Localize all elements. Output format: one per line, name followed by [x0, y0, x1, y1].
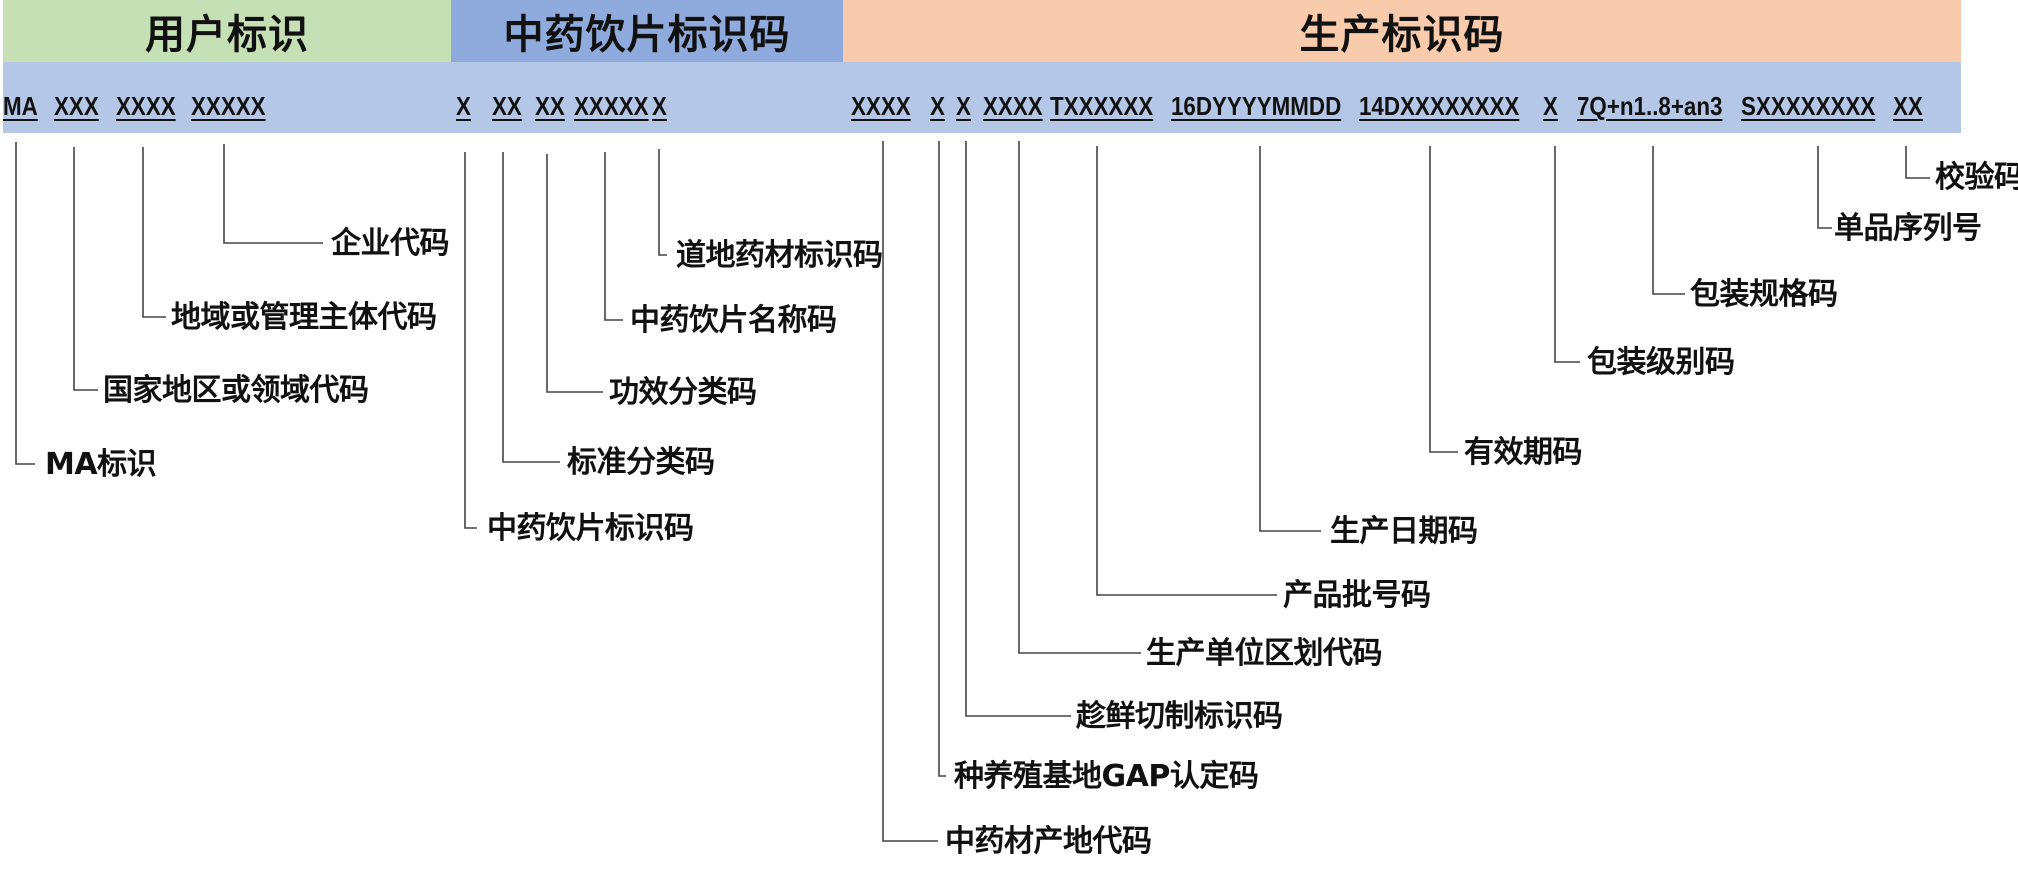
label-authentic: 道地药材标识码 [676, 238, 883, 273]
code-expiry: 14DXXXXXXXX [1359, 91, 1520, 121]
section-header-tcm: 中药饮片标识码 [451, 0, 843, 62]
code-pack-spec: 7Q+n1..8+an3 [1577, 91, 1723, 121]
leader-expiry [1429, 146, 1458, 453]
label-effect-class: 功效分类码 [609, 375, 757, 410]
label-producer-area: 生产单位区划代码 [1146, 636, 1383, 671]
label-pack-spec: 包装规格码 [1690, 277, 1838, 312]
label-expiry: 有效期码 [1464, 435, 1583, 470]
label-fresh-cut: 趁鲜切制标识码 [1076, 699, 1283, 734]
label-std-class: 标准分类码 [567, 445, 715, 480]
code-authentic: X [652, 91, 667, 121]
leader-batch [1096, 146, 1277, 596]
code-ma: MA [3, 91, 38, 121]
label-ma: MA标识 [45, 447, 157, 482]
code-serial: SXXXXXXXX [1741, 91, 1876, 121]
label-tcm-id: 中药饮片标识码 [487, 511, 694, 546]
code-enterprise: XXXXX [191, 91, 266, 121]
section-header-user: 用户标识 [3, 0, 451, 62]
leader-std-class [502, 152, 560, 463]
leader-tcm-name [604, 152, 623, 321]
code-band [3, 62, 1961, 133]
label-serial: 单品序列号 [1834, 211, 1982, 246]
section-header-production: 生产标识码 [843, 0, 1961, 62]
leader-country [73, 147, 98, 391]
label-tcm-name: 中药饮片名称码 [630, 303, 837, 338]
leader-ma [15, 142, 35, 465]
leader-producer-area [1018, 141, 1141, 654]
code-pack-level: X [1543, 91, 1558, 121]
label-gap: 种养殖基地GAP认定码 [954, 759, 1259, 794]
label-origin: 中药材产地代码 [945, 824, 1152, 859]
leader-origin [882, 141, 938, 842]
code-batch: TXXXXXX [1050, 91, 1154, 121]
leader-prod-date [1259, 146, 1321, 532]
code-gap: X [930, 91, 945, 121]
code-fresh-cut: X [956, 91, 971, 121]
code-check: XX [1893, 91, 1923, 121]
leader-region [142, 147, 166, 318]
code-effect-class: XX [535, 91, 565, 121]
code-tcm-name: XXXXX [574, 91, 649, 121]
label-batch: 产品批号码 [1283, 578, 1431, 613]
leader-authentic [658, 149, 667, 256]
code-prod-date: 16DYYYYMMDD [1171, 91, 1342, 121]
label-region: 地域或管理主体代码 [171, 300, 437, 335]
label-country: 国家地区或领域代码 [103, 373, 369, 408]
leader-pack-spec [1652, 146, 1685, 295]
leader-fresh-cut [965, 141, 1071, 717]
code-origin: XXXX [851, 91, 911, 121]
label-pack-level: 包装级别码 [1587, 345, 1735, 380]
label-check: 校验码 [1935, 160, 2018, 195]
leader-tcm-id [464, 152, 477, 529]
leader-gap [938, 141, 946, 777]
leader-effect-class [546, 154, 603, 393]
leader-enterprise [223, 144, 323, 244]
leader-pack-level [1554, 146, 1580, 363]
code-tcm-id: X [456, 91, 471, 121]
code-country: XXX [54, 91, 99, 121]
code-std-class: XX [492, 91, 522, 121]
label-enterprise: 企业代码 [331, 226, 450, 261]
code-producer-area: XXXX [983, 91, 1043, 121]
leader-serial [1817, 146, 1832, 229]
label-prod-date: 生产日期码 [1330, 514, 1478, 549]
leader-check [1905, 146, 1930, 179]
code-region: XXXX [116, 91, 176, 121]
